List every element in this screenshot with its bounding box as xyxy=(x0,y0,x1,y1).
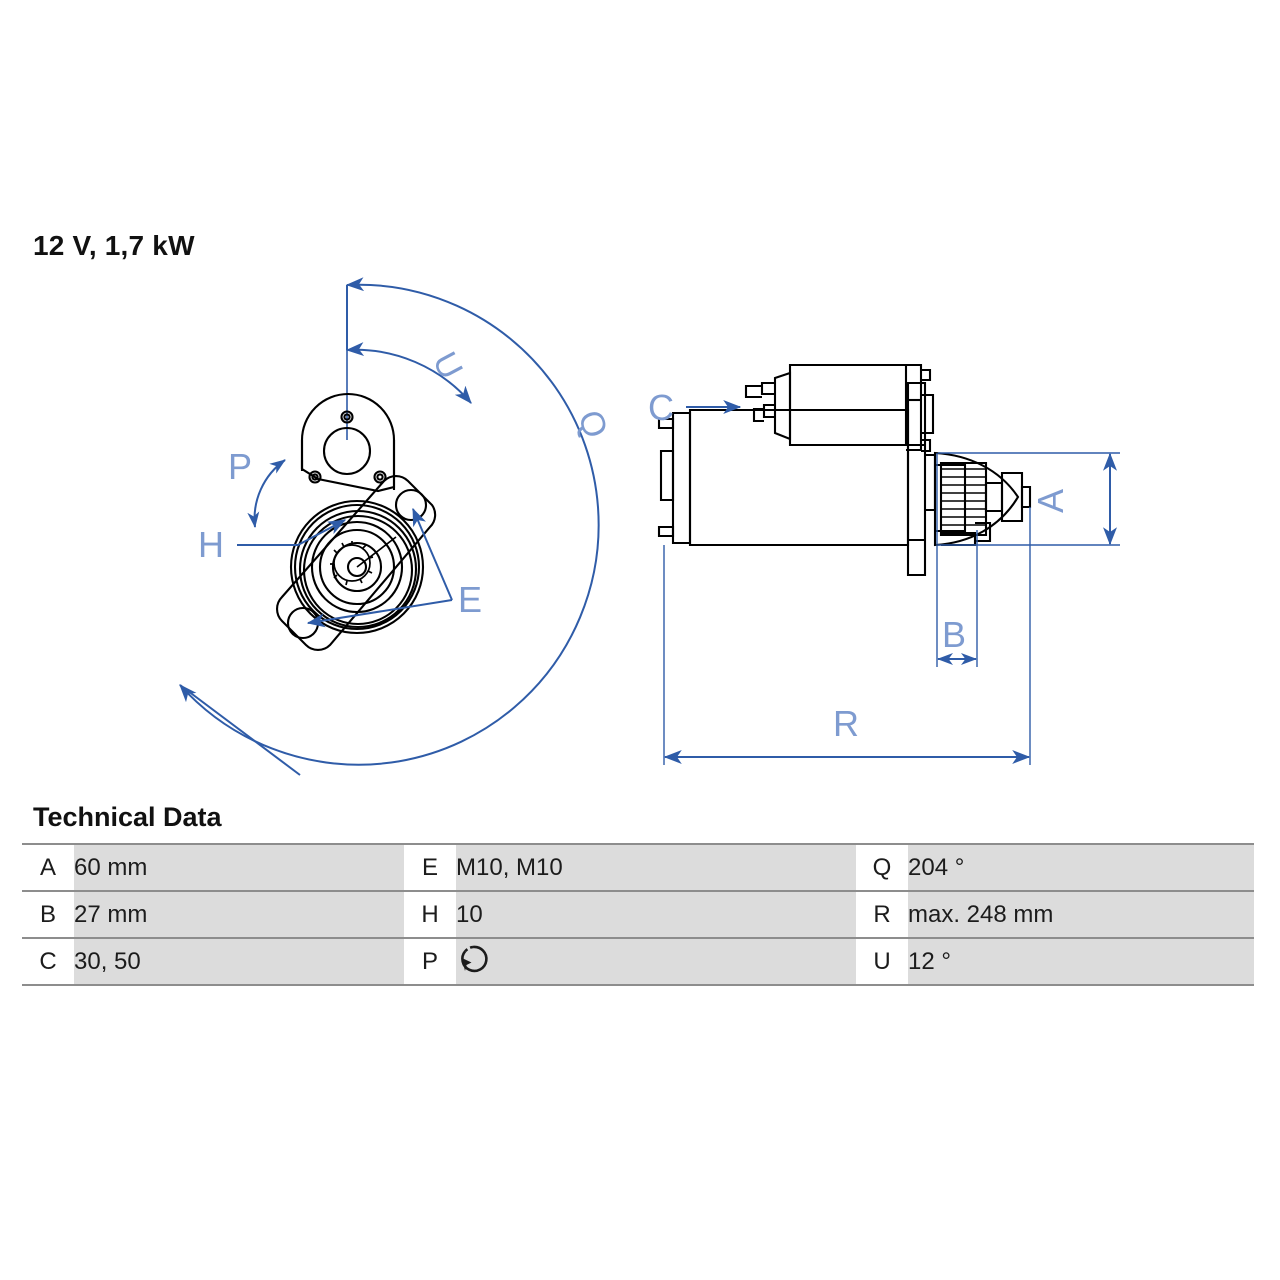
row-key-r: R xyxy=(856,890,908,938)
table-row: A 60 mm E M10, M10 Q 204 ° xyxy=(22,843,1254,891)
starter-front-outline xyxy=(275,392,437,652)
row-value-u: 12 ° xyxy=(908,937,1254,986)
dimension-label-E: E xyxy=(458,579,482,620)
row-value-e: M10, M10 xyxy=(456,843,856,891)
row-value-q: 204 ° xyxy=(908,843,1254,891)
row-value-b: 27 mm xyxy=(74,890,404,938)
front-view-group: Q U xyxy=(179,277,615,776)
dimension-label-B: B xyxy=(942,614,966,655)
dimension-label-R: R xyxy=(833,703,859,744)
row-key-b: B xyxy=(22,890,74,938)
dimension-arc-P xyxy=(247,459,286,528)
row-value-r: max. 248 mm xyxy=(908,890,1254,938)
side-view-group: C A B xyxy=(648,363,1120,765)
row-value-h: 10 xyxy=(456,890,856,938)
row-key-c: C xyxy=(22,937,74,986)
technical-data-table: A 60 mm E M10, M10 Q 204 ° B 27 mm H 10 … xyxy=(22,843,1254,986)
table-row: C 30, 50 P U 12 ° xyxy=(22,937,1254,986)
dimension-label-P: P xyxy=(228,446,252,487)
row-key-a: A xyxy=(22,843,74,891)
row-key-q: Q xyxy=(856,843,908,891)
page-title: 12 V, 1,7 kW xyxy=(33,230,195,261)
row-value-a: 60 mm xyxy=(74,843,404,891)
dimension-arc-Q xyxy=(179,277,600,776)
dimension-R xyxy=(663,507,1031,765)
dimension-leader-H xyxy=(237,519,347,546)
counterclockwise-rotation-icon xyxy=(456,942,490,981)
technical-drawing-svg: Q U xyxy=(179,277,1120,776)
dimension-A xyxy=(938,452,1120,546)
tech-data-heading: Technical Data xyxy=(33,802,222,832)
dimension-label-C: C xyxy=(648,387,674,428)
dimension-leader-E xyxy=(306,507,453,628)
dimension-label-U: U xyxy=(425,346,470,386)
row-key-u: U xyxy=(856,937,908,986)
dimension-B xyxy=(936,453,978,667)
dimension-label-A: A xyxy=(1030,489,1071,513)
starter-side-outline xyxy=(657,363,1032,577)
row-value-c: 30, 50 xyxy=(74,937,404,986)
row-key-e: E xyxy=(404,843,456,891)
technical-drawing: Q U xyxy=(0,255,1280,780)
row-key-h: H xyxy=(404,890,456,938)
dimension-label-Q: Q xyxy=(570,406,614,443)
dimension-label-H: H xyxy=(198,524,224,565)
table-row: B 27 mm H 10 R max. 248 mm xyxy=(22,890,1254,938)
row-value-p xyxy=(456,937,856,986)
row-key-p: P xyxy=(404,937,456,986)
